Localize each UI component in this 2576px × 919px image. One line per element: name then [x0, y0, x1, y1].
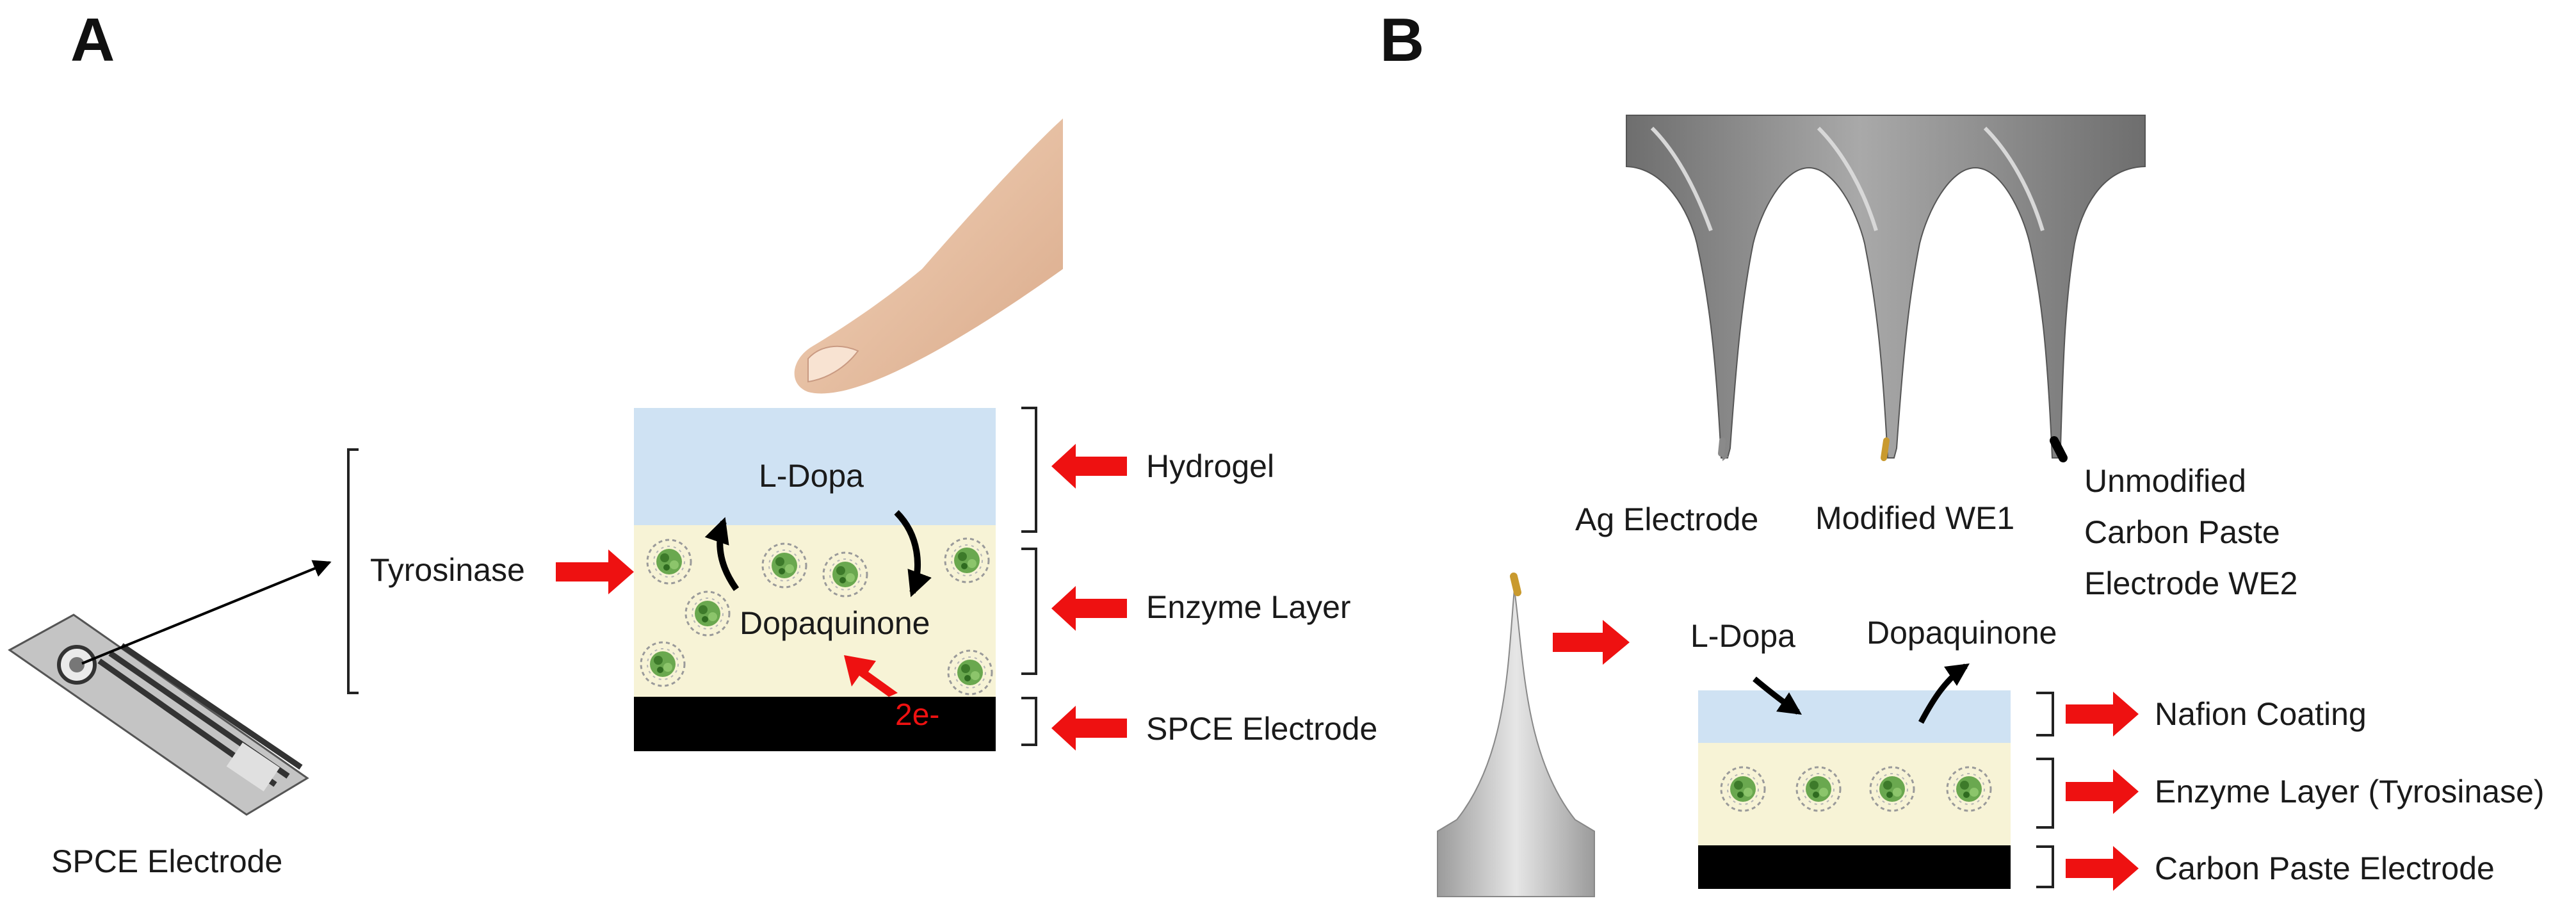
carbon-paste-layer — [1698, 845, 2011, 889]
chip-pointer-arrow — [81, 560, 332, 665]
carbon-paste-bracket — [2036, 845, 2054, 888]
modified-we1-label: Modified WE1 — [1815, 500, 2014, 536]
nafion-bracket — [2036, 692, 2054, 736]
tyrosinase-label: Tyrosinase — [370, 552, 525, 588]
enzyme-bracket-b — [2036, 758, 2054, 829]
we2-label-line3: Electrode WE2 — [2084, 565, 2297, 601]
spce-arrow — [1051, 706, 1127, 751]
nafion-label: Nafion Coating — [2155, 696, 2367, 732]
hydrogel-layer — [634, 408, 996, 525]
needle-zoom-arrow — [1553, 620, 1630, 665]
carbon-paste-arrow — [2066, 846, 2139, 891]
spce-electrode-label: SPCE Electrode — [1146, 711, 1377, 747]
panel-label-b: B — [1380, 6, 1424, 74]
electron-arrow — [844, 655, 898, 697]
single-needle-icon — [1437, 573, 1595, 897]
ldopa-label-b: L-Dopa — [1690, 618, 1795, 654]
ag-electrode-label: Ag Electrode — [1575, 501, 1758, 537]
we2-label-line2: Carbon Paste — [2084, 514, 2280, 550]
ldopa-into-layer-arrow — [1753, 676, 1802, 715]
nafion-arrow — [2066, 692, 2139, 736]
enzyme-layer-tyrosinase-label: Enzyme Layer (Tyrosinase) — [2155, 774, 2545, 809]
enzyme-arrow — [1051, 586, 1127, 631]
nafion-layer — [1698, 690, 2011, 743]
carbon-paste-label: Carbon Paste Electrode — [2155, 850, 2495, 886]
enzyme-layer — [634, 525, 996, 697]
we2-label-line1: Unmodified — [2084, 463, 2246, 499]
finger-icon — [794, 118, 1063, 394]
spce-bracket — [1021, 697, 1037, 746]
enzyme-layer-label: Enzyme Layer — [1146, 589, 1351, 625]
hydrogel-arrow — [1051, 444, 1127, 489]
ldopa-release-arrow — [704, 517, 740, 591]
enzyme-arrow-b — [2066, 769, 2139, 814]
tyrosinase-bracket — [347, 448, 359, 694]
microneedle-icon — [1626, 115, 2146, 462]
enzyme-bracket — [1021, 548, 1037, 675]
electron-label: 2e- — [895, 698, 939, 732]
dopaquinone-label-b: Dopaquinone — [1867, 615, 2057, 651]
ldopa-label-a: L-Dopa — [759, 458, 864, 494]
hydrogel-bracket — [1021, 407, 1037, 533]
dopaquinone-out-arrow — [1918, 663, 1970, 724]
panel-label-a: A — [70, 6, 115, 74]
dopaquinone-label-a: Dopaquinone — [740, 605, 930, 641]
spce-electrode-layer — [634, 697, 996, 751]
hydrogel-label: Hydrogel — [1146, 448, 1274, 484]
spce-caption: SPCE Electrode — [51, 843, 282, 879]
tyrosinase-arrow — [556, 549, 634, 594]
spce-chip-icon — [8, 614, 309, 816]
ldopa-consume-arrow — [894, 510, 932, 598]
